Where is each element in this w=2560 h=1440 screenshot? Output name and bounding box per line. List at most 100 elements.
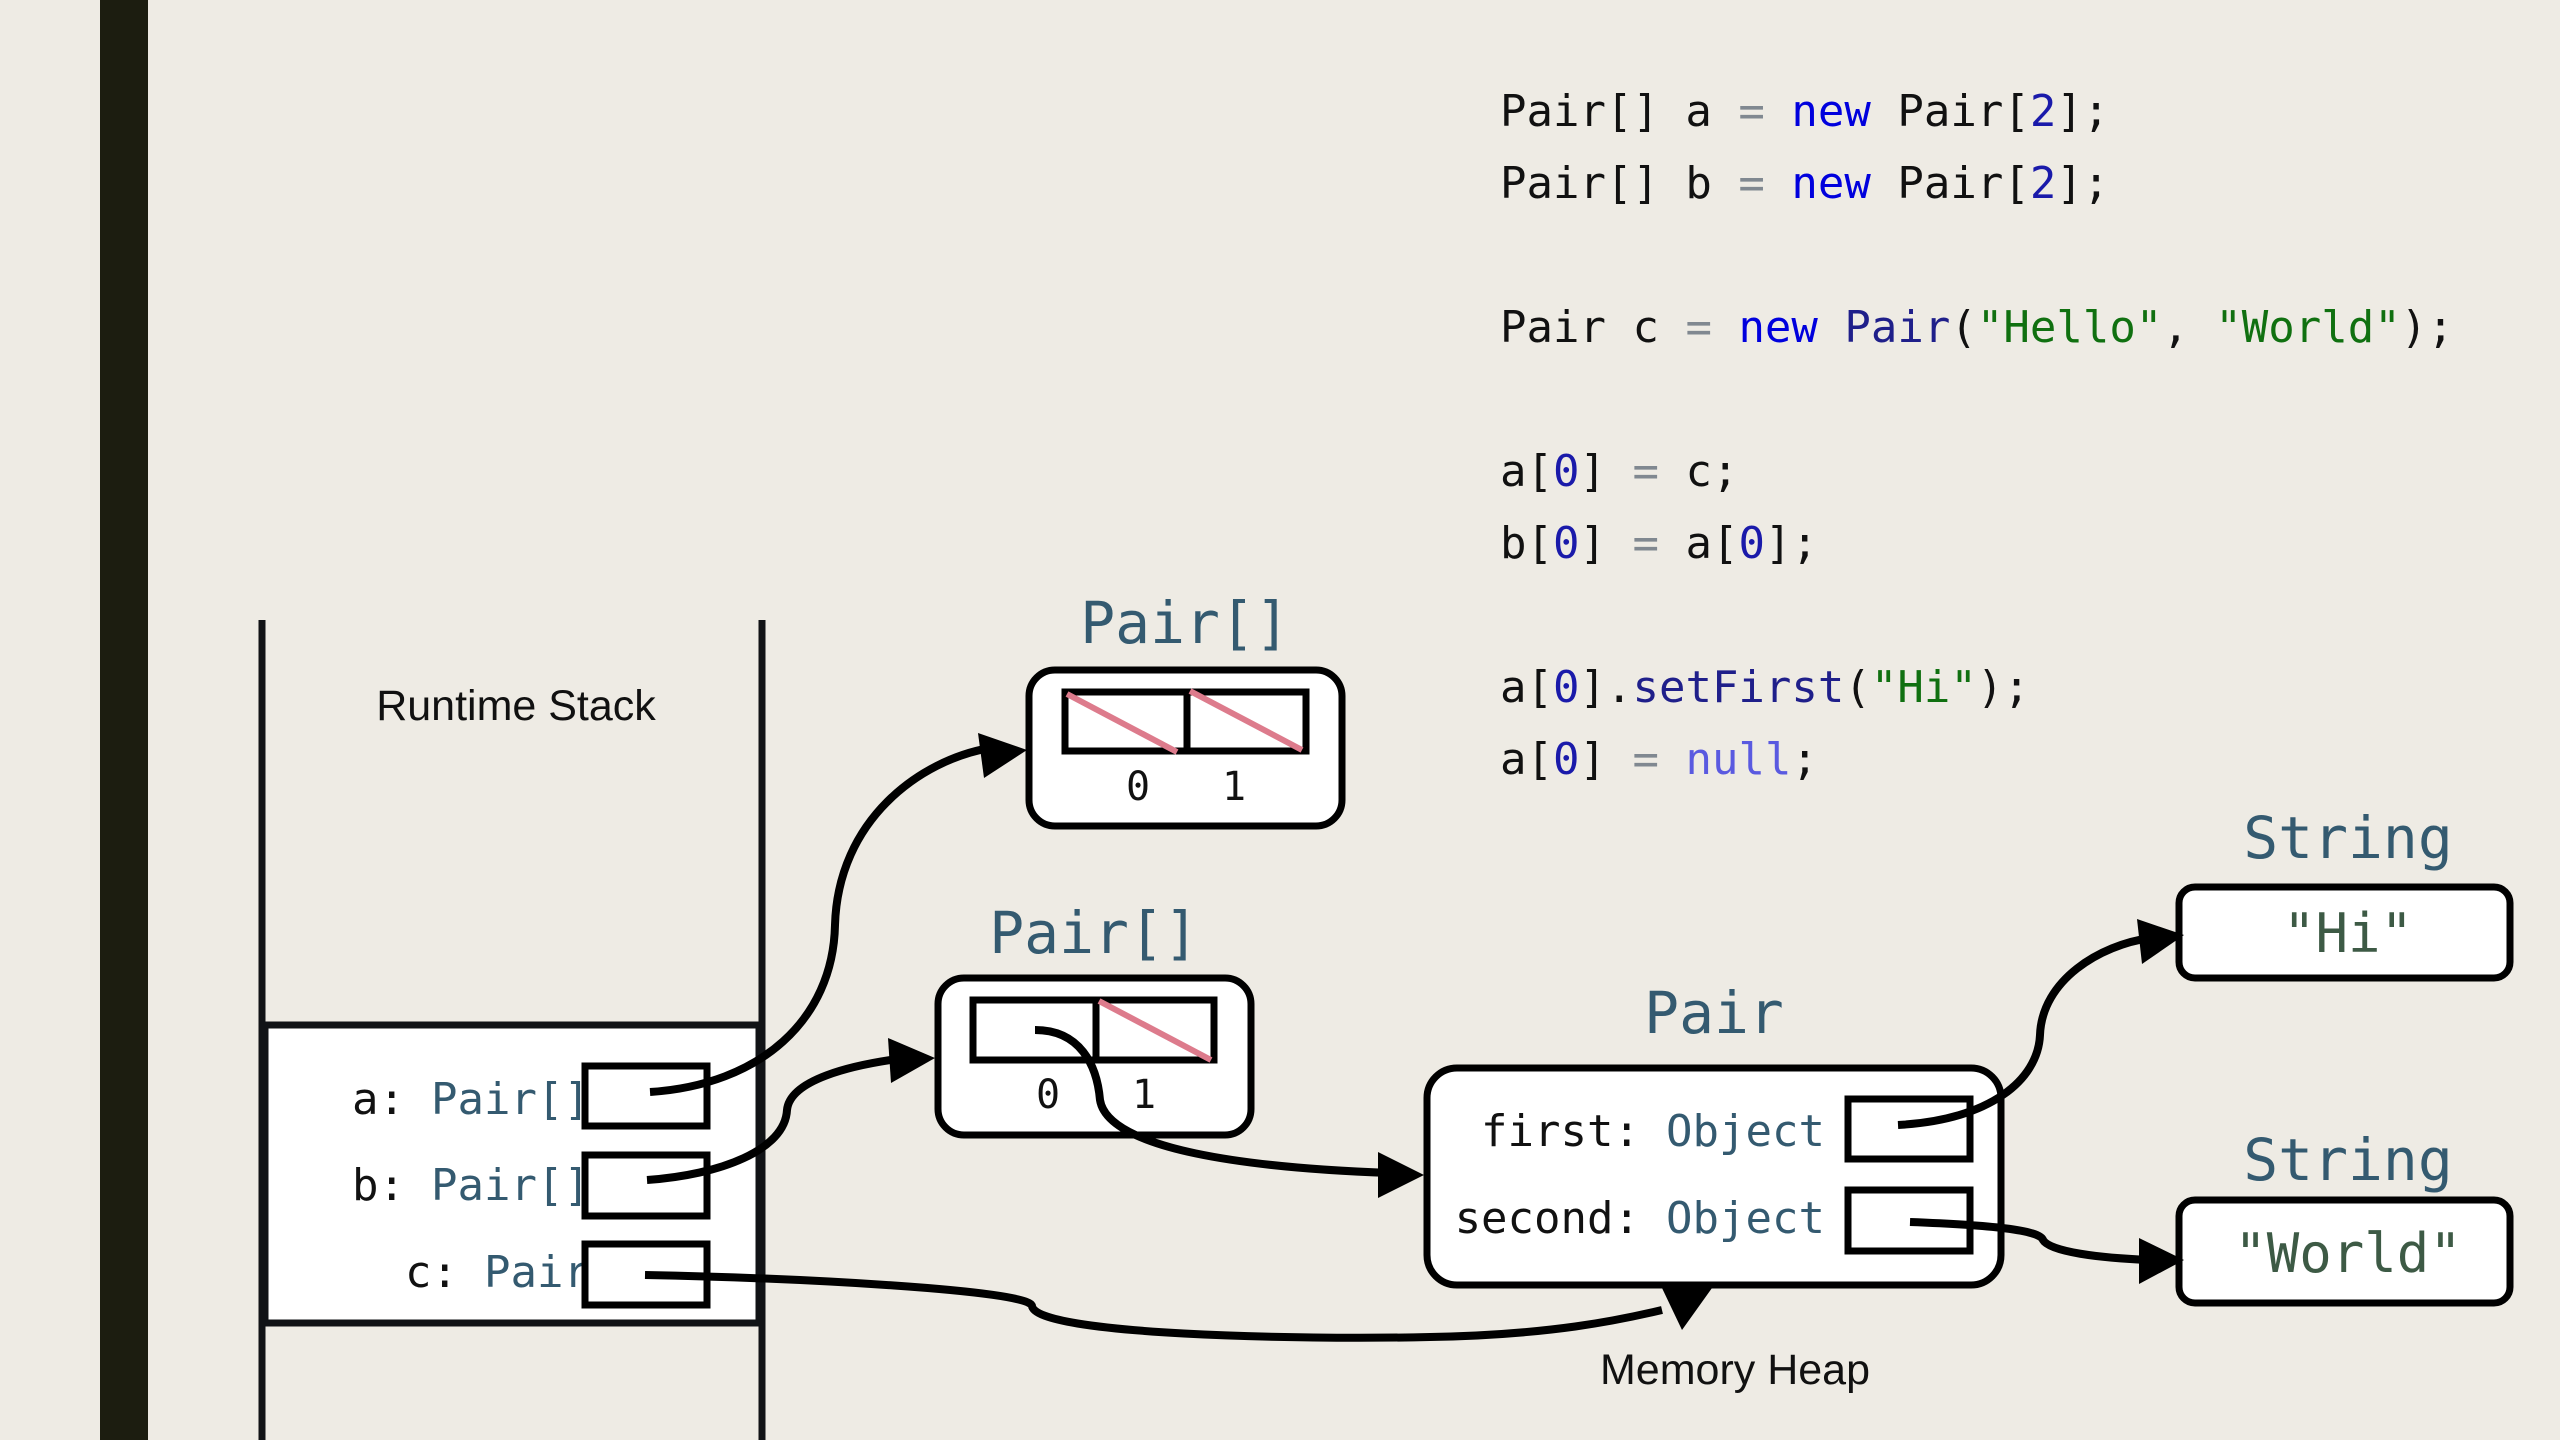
code-token: ];	[1764, 518, 1818, 569]
var-type: Pair[]	[431, 1160, 590, 1211]
code-token: new	[1738, 302, 1818, 353]
code-token: 2	[2029, 86, 2057, 137]
code-token: ].	[1579, 662, 1633, 713]
string-value: "World"	[2234, 1222, 2462, 1285]
index-label: 0	[1126, 764, 1150, 810]
code-token: setFirst	[1632, 662, 1845, 713]
code-token: =	[1632, 518, 1659, 569]
arrow-array-b0-to-pair	[1034, 1026, 1391, 1177]
code-token: Pair	[1844, 302, 1951, 353]
code-token: ]	[1579, 734, 1633, 785]
code-token: Pair c	[1500, 302, 1686, 353]
var-name: c:	[405, 1247, 458, 1298]
code-line: b[0] = a[0];	[1500, 508, 2454, 580]
code-token: 2	[2029, 158, 2057, 209]
code-token: 0	[1552, 446, 1580, 497]
stack-var-b: b: Pair[]	[352, 1151, 711, 1220]
var-name: b:	[352, 1160, 405, 1211]
reference-slot	[581, 1062, 711, 1130]
index-label: 0	[1036, 1072, 1060, 1118]
reference-arrows	[644, 744, 2151, 1342]
code-token: a[	[1500, 446, 1553, 497]
code-token: =	[1632, 446, 1659, 497]
field-name: second:	[1455, 1193, 1640, 1244]
code-line: a[0] = null;	[1500, 724, 2454, 796]
arrowhead	[2137, 919, 2184, 964]
code-token: =	[1685, 302, 1712, 353]
code-token: Pair[	[1870, 86, 2030, 137]
string-value: "Hi"	[2283, 902, 2413, 965]
code-line: Pair[] a = new Pair[2];	[1500, 76, 2454, 148]
object-type-label: Pair[]	[1080, 589, 1290, 657]
code-token: new	[1791, 158, 1871, 209]
code-token: 0	[1738, 518, 1765, 569]
index-label: 1	[1132, 1072, 1156, 1118]
arrowhead	[1662, 1288, 1712, 1330]
field-type: Object	[1666, 1106, 1825, 1157]
code-token: ]	[1579, 446, 1633, 497]
code-token: a[	[1500, 662, 1553, 713]
code-token: "World"	[2215, 302, 2401, 353]
code-line: Pair c = new Pair("Hello", "World");	[1500, 292, 2454, 364]
object-type-label: Pair[]	[989, 899, 1199, 967]
arrow-a-to-array	[649, 744, 991, 1096]
stack-var-a: a: Pair[]	[352, 1062, 711, 1130]
code-token: 0	[1552, 518, 1580, 569]
heap-array-b: Pair[] 0 1	[934, 899, 1255, 1139]
arrowhead	[1378, 1152, 1424, 1198]
reference-slot	[581, 1151, 711, 1220]
code-token: ;	[1791, 734, 1818, 785]
arrowhead	[888, 1038, 935, 1083]
code-token: ];	[2056, 86, 2110, 137]
string-box	[2175, 1196, 2514, 1307]
field-slot-first	[1844, 1095, 1974, 1163]
var-name: a:	[352, 1074, 405, 1125]
slide-side-bar	[100, 0, 148, 1440]
code-token: null	[1685, 734, 1792, 785]
code-token: );	[1976, 662, 2030, 713]
null-slash	[1065, 691, 1179, 755]
runtime-stack: Runtime Stack a: Pair[] b: Pair[] c: Pai…	[258, 620, 766, 1440]
arrowheads	[888, 733, 2184, 1330]
code-token: =	[1738, 158, 1765, 209]
heap-string-hi: String "Hi"	[2175, 804, 2514, 982]
arrow-first-to-hi	[1897, 934, 2151, 1129]
code-token: "Hello"	[1976, 302, 2163, 353]
field-type: Object	[1666, 1193, 1825, 1244]
code-token: ,	[2162, 302, 2216, 353]
arrow-c-to-pair	[644, 1271, 1663, 1342]
code-token: (	[1950, 302, 1977, 353]
code-token: Pair[	[1870, 158, 2030, 209]
code-token: a[	[1500, 734, 1553, 785]
code-token: 0	[1552, 734, 1580, 785]
code-listing: Pair[] a = new Pair[2];Pair[] b = new Pa…	[1500, 76, 2454, 796]
arrowhead	[978, 733, 1027, 778]
code-token: b[	[1500, 518, 1553, 569]
code-token: =	[1632, 734, 1659, 785]
code-token: Pair[] a	[1500, 86, 1739, 137]
code-line: a[0].setFirst("Hi");	[1500, 652, 2454, 724]
code-token: new	[1791, 86, 1871, 137]
field-name: first:	[1481, 1106, 1640, 1157]
code-token: "Hi"	[1870, 662, 1977, 713]
var-type: Pair	[484, 1247, 590, 1298]
object-type-label: Pair	[1644, 979, 1784, 1047]
memory-heap-title: Memory Heap	[1600, 1346, 1870, 1394]
heap-string-world: String "World"	[2175, 1126, 2514, 1307]
code-token: ]	[1579, 518, 1633, 569]
object-type-label: String	[2243, 1126, 2453, 1194]
code-line: Pair[] b = new Pair[2];	[1500, 148, 2454, 220]
heap-pair-object: Pair first: Object second: Object	[1423, 979, 2005, 1289]
code-token: c;	[1658, 446, 1739, 497]
runtime-stack-title: Runtime Stack	[376, 682, 656, 730]
arrow-b-to-array	[646, 1054, 906, 1184]
arrow-second-to-world	[1909, 1218, 2151, 1264]
arrowhead	[2139, 1238, 2184, 1284]
object-type-label: String	[2243, 804, 2453, 872]
var-type: Pair[]	[431, 1074, 590, 1125]
code-token: =	[1738, 86, 1765, 137]
code-line: a[0] = c;	[1500, 436, 2454, 508]
code-token: Pair[] b	[1500, 158, 1739, 209]
code-token: ];	[2056, 158, 2110, 209]
